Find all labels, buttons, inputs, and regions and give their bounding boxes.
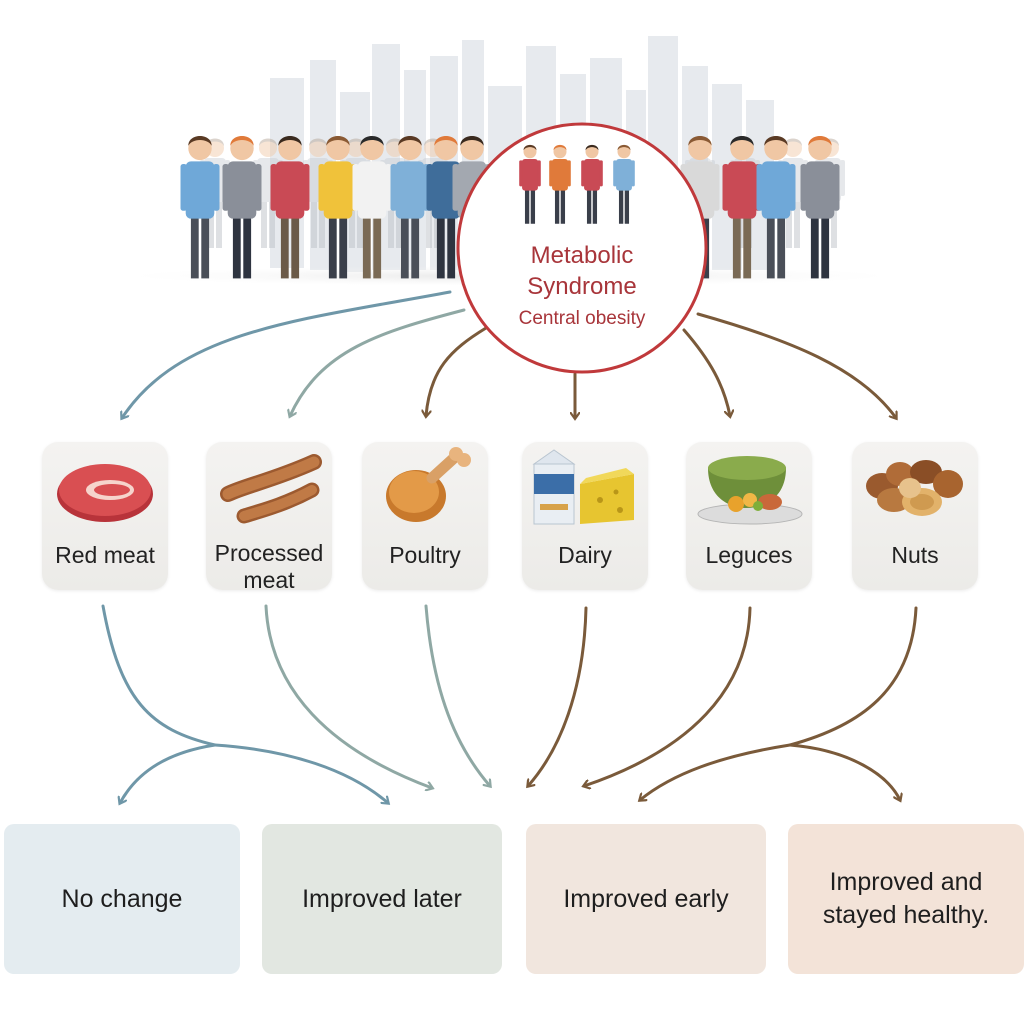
hub-title: Metabolic Syndrome <box>470 240 694 302</box>
arrow-legumes-improved-early <box>584 606 752 786</box>
arrow-hub-processed-meat <box>290 308 466 416</box>
crowd-person <box>352 136 392 279</box>
outcome-improved-later-label: Improved later <box>302 884 462 913</box>
outcome-stayed-healthy: Improved and stayed healthy. <box>788 824 1024 974</box>
food-card-nuts: Nuts <box>852 442 978 590</box>
arrow-red-meat-outcomes <box>101 604 217 747</box>
metabolic-syndrome-hub <box>456 122 708 374</box>
hub-people-group <box>519 144 635 224</box>
milk-cheese-icon <box>532 449 634 525</box>
hub-title-line2: Syndrome <box>527 273 637 300</box>
food-label-processed-line1: Processed <box>214 540 324 566</box>
outcome-no-change: No change <box>4 824 240 974</box>
food-card-processed-meat: Processed meat <box>206 442 332 593</box>
outcome-improved-early: Improved early <box>526 824 766 974</box>
food-label-red-meat: Red meat <box>55 542 155 568</box>
chicken-leg-icon <box>386 447 471 522</box>
crowd-person <box>800 136 840 279</box>
arrow-hub-nuts <box>696 312 896 418</box>
arrow-dairy-improved-early <box>528 606 588 786</box>
food-card-poultry: Poultry <box>362 442 488 590</box>
outcome-stayed-healthy-line1: Improved and <box>829 868 983 896</box>
food-card-dairy: Dairy <box>522 442 648 590</box>
food-label-nuts: Nuts <box>891 542 939 568</box>
crowd-person <box>222 136 262 279</box>
arrow-hub-legumes <box>682 328 730 416</box>
crowd-person <box>756 136 796 279</box>
legume-bowl-icon <box>697 456 803 525</box>
food-card-legumes: Leguces <box>686 442 812 590</box>
crowd-person <box>390 136 430 279</box>
hub-person <box>581 144 603 224</box>
outcome-stayed-healthy-line2: stayed healthy. <box>822 901 990 929</box>
crowd-person <box>270 136 310 279</box>
outcome-improved-early-label: Improved early <box>563 884 729 913</box>
outcome-no-change-label: No change <box>61 884 183 913</box>
arrow-poultry-improved-later <box>424 604 490 786</box>
crowd-person <box>180 136 220 279</box>
hub-title-line1: Metabolic <box>530 242 634 269</box>
red-meat-icon <box>57 464 153 522</box>
food-card-red-meat: Red meat <box>42 442 168 590</box>
hub-to-food-arrows <box>122 290 896 418</box>
hub-person <box>549 144 571 224</box>
food-label-legumes: Leguces <box>705 542 793 568</box>
sausage-icon <box>220 454 322 524</box>
food-label-processed-line2: meat <box>243 567 295 593</box>
nuts-icon <box>866 460 963 516</box>
hub-subtitle: Central obesity <box>518 308 646 329</box>
arrow-hub-red-meat <box>122 290 452 418</box>
arrow-processed-improved-later <box>264 604 432 788</box>
food-to-outcome-arrows <box>101 604 918 803</box>
outcome-improved-later: Improved later <box>262 824 502 974</box>
food-label-processed-meat: Processed meat <box>206 540 332 594</box>
hub-person <box>519 144 541 224</box>
arrow-nuts-outcomes <box>788 606 918 747</box>
hub-person <box>613 144 635 224</box>
crowd-of-people <box>180 136 845 279</box>
food-label-poultry: Poultry <box>389 542 461 568</box>
arrow-nuts-improved-early <box>640 743 792 800</box>
arrow-red-meat-no-change <box>120 743 217 803</box>
arrow-nuts-stayed-healthy <box>788 743 900 800</box>
arrow-red-meat-improved-later <box>213 743 388 803</box>
arrow-hub-poultry <box>426 326 488 416</box>
food-label-dairy: Dairy <box>558 542 612 568</box>
